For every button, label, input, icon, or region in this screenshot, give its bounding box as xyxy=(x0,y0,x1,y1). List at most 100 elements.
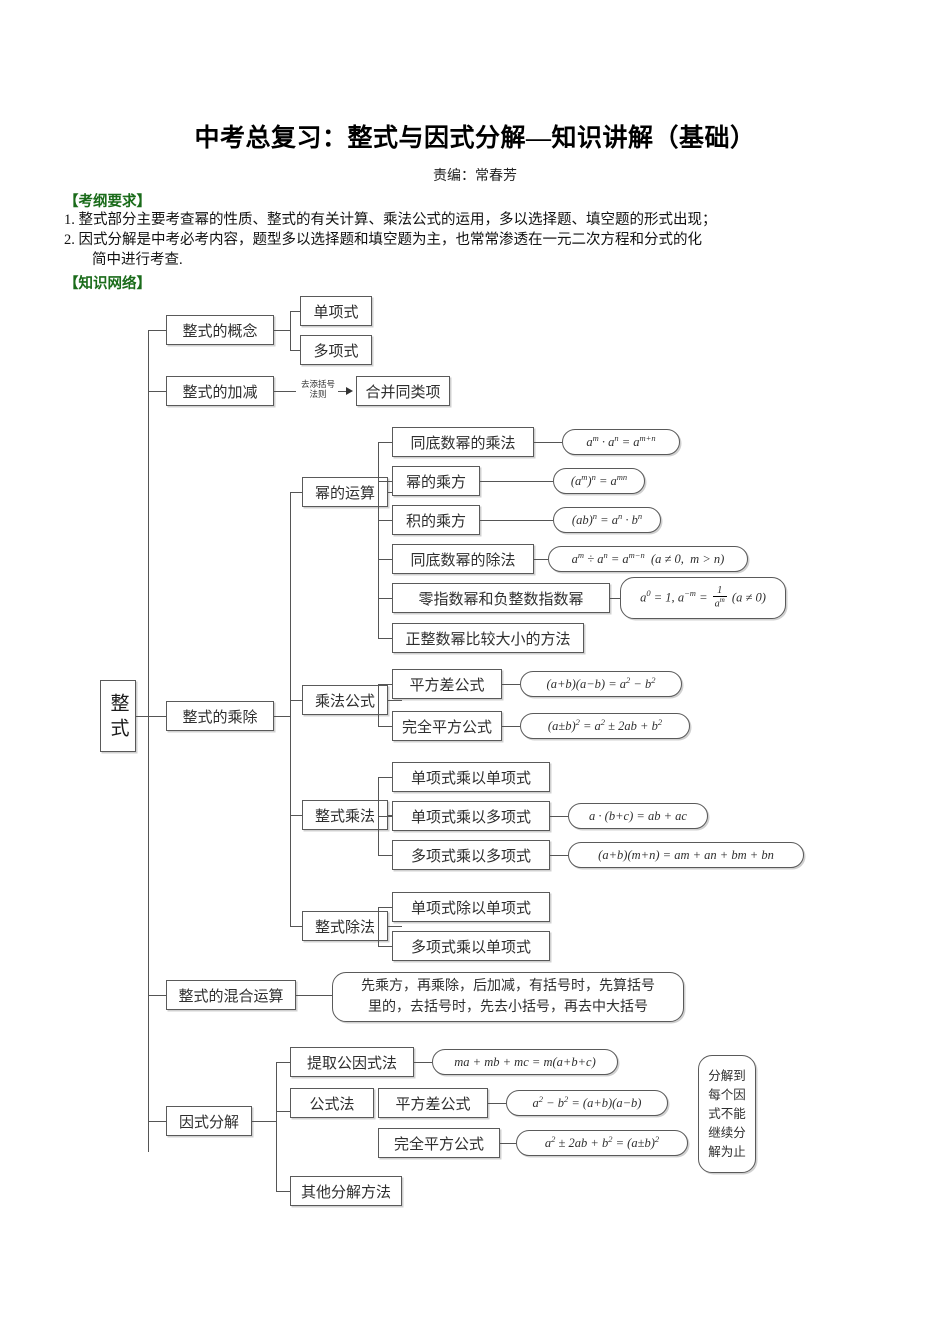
formula-extract-common-factor: ma + mb + mc = m(a+b+c) xyxy=(432,1049,618,1075)
formula-same-base-division: am ÷ an = am−n (a ≠ 0, m > n) xyxy=(548,546,748,572)
node-extract-common-factor: 提取公因式法 xyxy=(290,1047,414,1077)
connector-formula-children-spine xyxy=(378,684,380,726)
node-other-factor-methods: 其他分解方法 xyxy=(290,1176,402,1206)
connector-to-concept xyxy=(148,330,166,332)
connector-power-children-spine xyxy=(378,442,380,638)
node-mono-times-mono: 单项式乘以单项式 xyxy=(392,762,550,792)
connector-formula-link-11 xyxy=(488,1103,506,1105)
connector-formula-link-8 xyxy=(550,816,568,818)
node-add-subtract: 整式的加减 xyxy=(166,376,274,406)
node-same-base-multiplication: 同底数幂的乘法 xyxy=(392,427,534,457)
note-line-2: 每个因 xyxy=(708,1087,746,1102)
connector-power-child-3 xyxy=(378,520,392,522)
node-power-of-power: 幂的乘方 xyxy=(392,466,480,496)
note-line-5: 解为止 xyxy=(708,1144,746,1159)
connector-to-factor xyxy=(148,1121,166,1123)
node-same-base-division: 同底数幂的除法 xyxy=(392,544,534,574)
node-perfect-square: 完全平方公式 xyxy=(392,711,502,741)
node-mono-times-poly: 单项式乘以多项式 xyxy=(392,801,550,831)
connector-factor-child-2 xyxy=(276,1111,290,1113)
connector-factor-children-spine xyxy=(276,1062,278,1191)
formula-same-base-multiplication: am · an = am+n xyxy=(562,429,680,455)
connector-concept-child-2 xyxy=(290,350,300,352)
node-root-integral-expression: 整式 xyxy=(100,680,136,752)
node-compare-positive-powers: 正整数幂比较大小的方法 xyxy=(392,623,584,653)
connector-to-addsub xyxy=(148,391,166,393)
connector-formula-link-6 xyxy=(502,684,520,686)
formula-factor-difference-of-squares: a2 − b2 = (a+b)(a−b) xyxy=(506,1090,668,1116)
connector-formula-child-1 xyxy=(378,684,392,686)
connector-formula-link-2 xyxy=(480,481,553,483)
node-factor-difference-of-squares: 平方差公式 xyxy=(378,1088,488,1118)
connector-concept-stub xyxy=(274,330,290,332)
node-poly-times-mono: 多项式乘以单项式 xyxy=(392,931,550,961)
section-heading-exam-requirements: 【考纲要求】 xyxy=(64,194,151,210)
connector-formula-link-4 xyxy=(534,559,548,561)
connector-multdiv-stub xyxy=(274,716,290,718)
page-title: 中考总复习：整式与因式分解—知识讲解（基础） xyxy=(194,125,756,152)
node-mono-div-mono: 单项式除以单项式 xyxy=(392,892,550,922)
connector-root-stub xyxy=(136,716,150,718)
connector-formula-link-3 xyxy=(480,520,553,522)
connector-mult-child-1 xyxy=(378,777,392,779)
connector-factor-child-1 xyxy=(276,1062,290,1064)
connector-formula-child-2 xyxy=(378,726,392,728)
connector-factor-child-3 xyxy=(276,1191,290,1193)
connector-to-mixed xyxy=(148,995,166,997)
note-line-1: 分解到 xyxy=(708,1068,746,1083)
node-monomial: 单项式 xyxy=(300,296,372,326)
label-bracket-rule-line2: 法则 xyxy=(309,389,327,399)
node-concept: 整式的概念 xyxy=(166,315,274,345)
connector-formula-link-1 xyxy=(534,442,562,444)
connector-formula-link-9 xyxy=(550,855,568,857)
connector-power-child-2 xyxy=(378,481,392,483)
arrow-right-icon xyxy=(346,387,353,395)
node-mixed-operations: 整式的混合运算 xyxy=(166,980,296,1010)
node-power-operations: 幂的运算 xyxy=(302,477,388,507)
connector-formula-link-7 xyxy=(502,726,520,728)
rule-line-1: 先乘方，再乘除，后加减，有括号时，先算括号 xyxy=(361,979,655,994)
connector-main-spine xyxy=(148,330,150,1152)
connector-to-formula-group xyxy=(290,700,302,702)
connector-multdiv-spine xyxy=(290,492,292,926)
connector-formula-link-5 xyxy=(610,598,620,600)
connector-div-children-spine xyxy=(378,907,380,947)
requirement-item-2: 2. 因式分解是中考必考内容，题型多以选择题和填空题为主，也常常渗透在一元二次方… xyxy=(64,232,702,248)
requirement-item-1: 1. 整式部分主要考查幂的性质、整式的有关计算、乘法公式的运用，多以选择题、填空… xyxy=(64,212,717,228)
connector-power-child-6 xyxy=(378,638,392,640)
formula-power-of-product: (ab)n = an · bn xyxy=(553,507,661,533)
connector-power-child-5 xyxy=(378,598,392,600)
node-factorization: 因式分解 xyxy=(166,1106,252,1136)
node-polynomial-multiplication: 整式乘法 xyxy=(302,800,388,830)
connector-factor-stub xyxy=(252,1121,276,1123)
note-line-4: 继续分 xyxy=(708,1125,746,1140)
connector-power-child-4 xyxy=(378,559,392,561)
node-poly-times-poly: 多项式乘以多项式 xyxy=(392,840,550,870)
node-mult-div: 整式的乘除 xyxy=(166,701,274,731)
page-subtitle: 责编：常春芳 xyxy=(433,169,517,184)
node-polynomial-division: 整式除法 xyxy=(302,911,388,941)
connector-mult-child-2 xyxy=(378,816,392,818)
rule-line-2: 里的，去括号时，先去小括号，再去中大括号 xyxy=(368,1000,648,1015)
section-heading-knowledge-network: 【知识网络】 xyxy=(64,276,151,292)
connector-mixed-stub xyxy=(296,995,332,997)
node-combine-like-terms: 合并同类项 xyxy=(356,376,450,406)
label-bracket-rule-line1: 去添括号 xyxy=(300,379,335,389)
node-zero-negative-exponent: 零指数幂和负整数指数幂 xyxy=(392,583,610,613)
connector-div-group-stub xyxy=(388,926,402,928)
connector-to-multdiv xyxy=(148,716,166,718)
connector-concept-child-1 xyxy=(290,311,300,313)
connector-formula-link-12 xyxy=(500,1143,516,1145)
node-multiplication-formulas: 乘法公式 xyxy=(302,685,388,715)
connector-to-power-group xyxy=(290,492,302,494)
rule-mixed-operations: 先乘方，再乘除，后加减，有括号时，先算括号 里的，去括号时，先去小括号，再去中大… xyxy=(332,972,684,1022)
formula-power-of-power: (am)n = amn xyxy=(553,468,645,494)
note-line-3: 式不能 xyxy=(708,1106,746,1121)
connector-formula-link-10 xyxy=(414,1062,432,1064)
connector-addsub-stub xyxy=(274,391,296,393)
connector-to-div-group xyxy=(290,926,302,928)
node-difference-of-squares: 平方差公式 xyxy=(392,669,502,699)
